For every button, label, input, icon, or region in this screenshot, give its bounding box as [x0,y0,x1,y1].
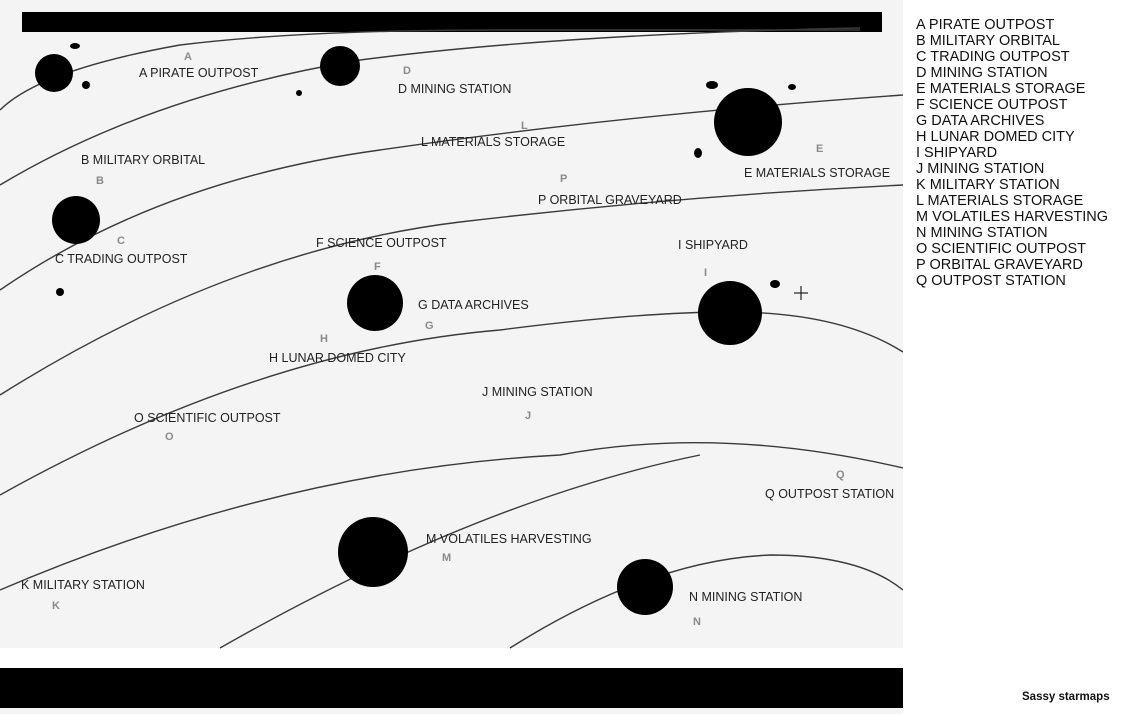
legend-item: P ORBITAL GRAVEYARD [916,257,1083,273]
location-marker-a: A [184,51,192,63]
moon [56,288,64,296]
planet-f [347,275,403,331]
legend-item: N MINING STATION [916,225,1048,241]
moon [70,43,80,49]
legend-item: E MATERIALS STORAGE [916,81,1086,97]
location-label-l: L MATERIALS STORAGE [421,135,566,149]
star-map-graphics [0,12,903,708]
planet-e [714,88,782,156]
location-label-j: J MINING STATION [482,385,593,399]
location-label-q: Q OUTPOST STATION [765,487,895,501]
location-marker-b: B [96,175,104,187]
location-label-m: M VOLATILES HARVESTING [426,532,592,546]
planet-d [320,46,360,86]
legend-item: F SCIENCE OUTPOST [916,97,1068,113]
legend-item: H LUNAR DOMED CITY [916,129,1075,145]
location-marker-n: N [693,616,701,628]
location-label-d: D MINING STATION [398,82,512,96]
legend-item: M VOLATILES HARVESTING [916,209,1109,225]
legend-item: J MINING STATION [916,161,1045,177]
orbit-curve-2 [0,27,861,186]
location-label-h: H LUNAR DOMED CITY [269,351,406,365]
legend-item: Q OUTPOST STATION [916,273,1066,289]
star-map: A PIRATE OUTPOST D MINING STATION L MATE… [0,0,903,714]
location-label-i: I SHIPYARD [678,238,748,252]
location-label-o: O SCIENTIFIC OUTPOST [134,411,281,425]
location-label-k: K MILITARY STATION [21,578,145,592]
location-label-a: A PIRATE OUTPOST [139,66,259,80]
moon [694,148,702,158]
bottom-border-bar [0,668,903,708]
location-marker-l: L [521,120,528,132]
location-marker-j: J [525,410,532,422]
location-marker-i: I [704,267,708,279]
orbit-curve-8 [509,554,903,649]
location-label-c: C TRADING OUTPOST [55,252,188,266]
moon [770,280,780,288]
location-marker-m: M [442,552,452,564]
moon [296,90,302,96]
planet-n [617,559,673,615]
planet-i [698,281,762,345]
location-label-p: P ORBITAL GRAVEYARD [538,193,682,207]
location-label-g: G DATA ARCHIVES [418,298,529,312]
location-marker-c: C [117,235,125,247]
credit-text: Sassy starmaps [1022,691,1110,703]
location-marker-f: F [374,261,381,273]
location-marker-e: E [816,143,824,155]
orbit-curve-5 [0,311,903,496]
legend-item: A PIRATE OUTPOST [916,17,1055,33]
orbit-curve-7 [219,454,701,649]
location-label-f: F SCIENCE OUTPOST [316,236,447,250]
location-marker-h: H [320,333,328,345]
location-marker-q: Q [836,469,845,481]
location-label-n: N MINING STATION [689,590,803,604]
legend-item: B MILITARY ORBITAL [916,33,1060,49]
planet-m [338,517,408,587]
legend-item: O SCIENTIFIC OUTPOST [916,241,1086,257]
location-marker-d: D [403,65,411,77]
moon [706,81,718,89]
legend-item: G DATA ARCHIVES [916,113,1045,129]
star-marker [794,286,808,300]
location-label-b: B MILITARY ORBITAL [81,153,206,167]
legend-item: C TRADING OUTPOST [916,49,1070,65]
top-border-bar [22,12,882,32]
legend-item: I SHIPYARD [916,145,998,161]
orbit-curve-6 [0,441,903,591]
legend-item: D MINING STATION [916,65,1048,81]
location-label-e: E MATERIALS STORAGE [744,166,891,180]
orbit-curve-4 [0,184,903,396]
location-marker-p: P [560,173,568,185]
legend-item: L MATERIALS STORAGE [916,193,1084,209]
location-marker-g: G [425,320,434,332]
location-marker-o: O [165,431,174,443]
moon [82,81,90,89]
moon [788,84,796,90]
planet-a [35,54,73,92]
legend-list: A PIRATE OUTPOST B MILITARY ORBITAL C TR… [916,17,1108,289]
planet-b [52,196,100,244]
location-marker-k: K [52,600,60,612]
legend-item: K MILITARY STATION [916,177,1060,193]
